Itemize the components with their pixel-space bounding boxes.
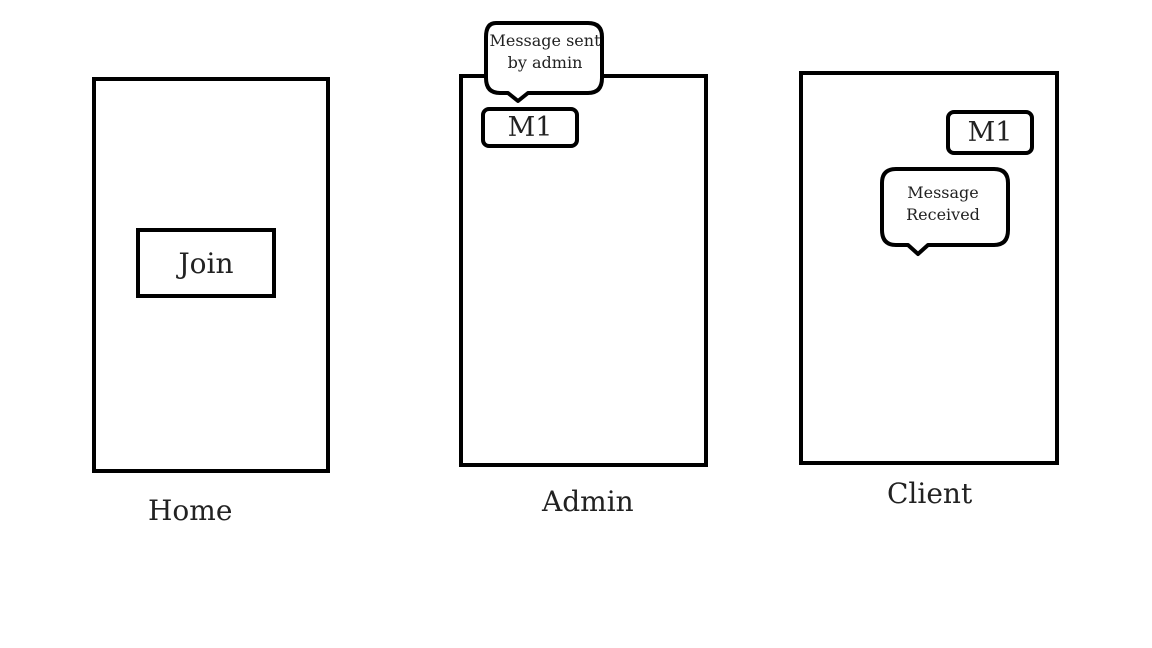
join-button[interactable]: Join <box>136 228 276 298</box>
client-message-label: M1 <box>967 117 1013 148</box>
client-callout-text: Message Received <box>882 182 1004 226</box>
client-callout-bubble <box>880 167 1010 256</box>
admin-message-m1[interactable]: M1 <box>481 107 579 148</box>
client-callout-line1: Message <box>907 183 979 202</box>
admin-callout-line2: by admin <box>507 53 583 72</box>
client-screen-caption: Client <box>887 477 973 510</box>
admin-message-label: M1 <box>507 112 553 143</box>
client-message-m1[interactable]: M1 <box>946 110 1034 155</box>
admin-screen-caption: Admin <box>542 485 634 518</box>
admin-callout-line1: Message sent <box>489 31 601 50</box>
join-button-label: Join <box>178 246 234 280</box>
client-callout-line2: Received <box>906 205 980 224</box>
home-screen-caption: Home <box>148 494 233 527</box>
admin-callout-bubble <box>484 21 604 103</box>
admin-callout-text: Message sent by admin <box>486 30 604 74</box>
